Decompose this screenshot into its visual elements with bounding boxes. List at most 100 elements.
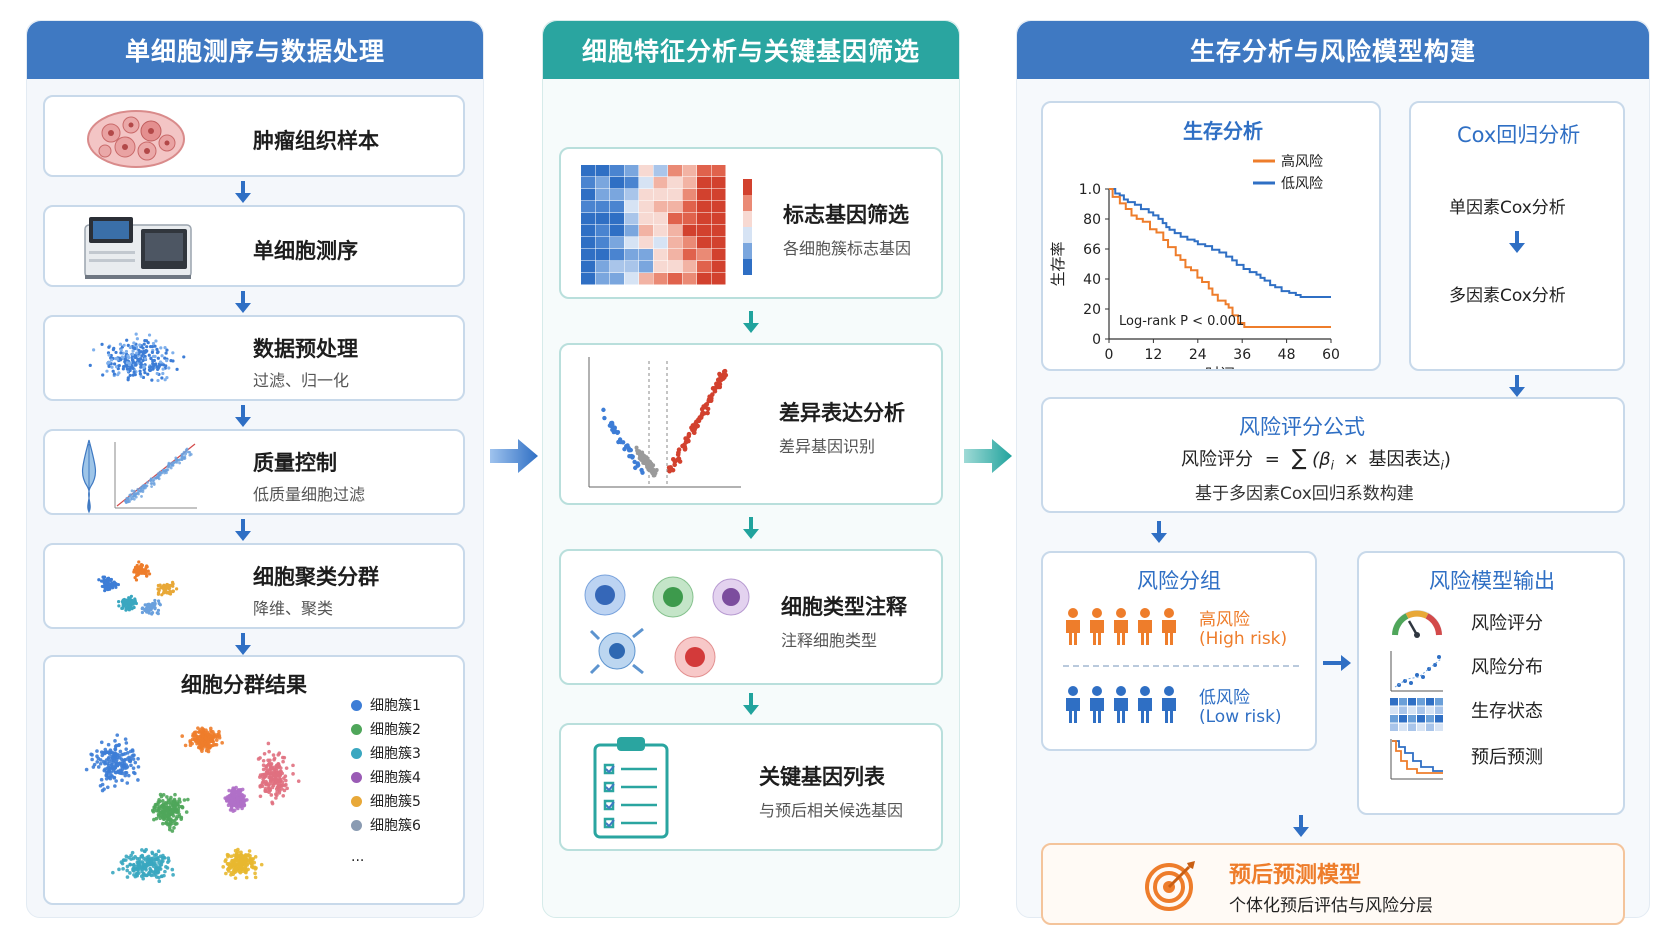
- formula-sub-i2: i: [1440, 458, 1444, 473]
- km-xlabel: 时间: [1205, 365, 1235, 369]
- step-subtitle: 差异基因识别: [779, 437, 876, 456]
- low-risk-people-icon: [1066, 686, 1176, 723]
- km-ytick: 40: [1083, 272, 1101, 288]
- legend-dot: [351, 819, 362, 831]
- legend-item: 细胞簇5: [351, 791, 421, 811]
- formula-note: 基于多因素Cox回归系数构建: [1195, 484, 1414, 504]
- step-title: 肿瘤组织样本: [253, 129, 379, 153]
- step-subtitle: 与预后相关候选基因: [759, 801, 904, 820]
- step-marker-genes: 标志基因筛选 各细胞簇标志基因: [559, 147, 943, 299]
- gauge-icon: [1392, 610, 1442, 638]
- km-ytick: 1.0: [1079, 182, 1101, 198]
- km-xtick: 24: [1189, 347, 1207, 363]
- km-xtick: 60: [1322, 347, 1340, 363]
- step-clustering: 细胞聚类分群 降维、聚类: [43, 543, 465, 629]
- cluster-result-title: 细胞分群结果: [181, 673, 307, 697]
- formula-sum: ∑: [1291, 446, 1307, 471]
- km-plot: 1.080664020001224364860生存率时间高风险低风险Log-ra…: [1049, 153, 1340, 369]
- target-icon: [1145, 861, 1195, 911]
- legend-item: 细胞簇4: [351, 767, 421, 787]
- survival-status-grid-icon: [1390, 698, 1443, 731]
- panel-sc-sequencing: 单细胞测序与数据处理 肿瘤组织样本 单细胞测序 数据预处理: [26, 20, 484, 918]
- grouping-title: 风险分组: [1137, 569, 1221, 593]
- legend-label: 细胞簇4: [370, 770, 421, 786]
- formula-expression: 风险评分 = ∑ (βi × 基因表达i): [1181, 445, 1451, 473]
- km-ytick: 0: [1092, 332, 1101, 348]
- cell-types-icon: [584, 574, 750, 678]
- step-tumor-sample: 肿瘤组织样本: [43, 95, 465, 177]
- legend-dot: [351, 795, 362, 807]
- step-title: 差异表达分析: [779, 401, 905, 425]
- formula-close: ): [1443, 449, 1451, 470]
- output-item: 风险分布: [1471, 657, 1543, 678]
- km-xtick: 48: [1278, 347, 1296, 363]
- legend-label: 细胞簇2: [370, 722, 421, 738]
- survival-analysis-card: 生存分析 1.080664020001224364860生存率时间高风险低风险L…: [1041, 101, 1381, 371]
- step-sequencing: 单细胞测序: [43, 205, 465, 287]
- legend-label: 细胞簇6: [370, 818, 421, 834]
- clipboard-icon: [593, 737, 669, 839]
- km-ytick: 20: [1083, 302, 1101, 318]
- formula-gene: 基因表达: [1368, 449, 1441, 470]
- output-item: 预后预测: [1471, 747, 1543, 768]
- model-subtitle: 个体化预后评估与风险分层: [1229, 896, 1433, 916]
- legend-dot: [351, 747, 362, 759]
- step-title: 关键基因列表: [759, 765, 885, 789]
- step-subtitle: 低质量细胞过滤: [253, 485, 366, 504]
- high-risk-label: 高风险: [1199, 610, 1250, 630]
- legend-item: 细胞簇1: [351, 695, 421, 715]
- panel-feature-analysis: 细胞特征分析与关键基因筛选 标志基因筛选 各细胞簇标志基因 差异表达分析 差异基…: [542, 20, 960, 918]
- clustering-icon: [97, 560, 179, 616]
- km-legend-label: 低风险: [1281, 176, 1323, 192]
- umap-plot: [84, 726, 301, 884]
- legend-label: 细胞簇5: [370, 794, 421, 810]
- cox-univariate: 单因素Cox分析: [1449, 198, 1566, 218]
- km-xtick: 36: [1233, 347, 1251, 363]
- step-title: 细胞类型注释: [781, 595, 907, 619]
- tissue-icon: [87, 110, 185, 168]
- output-item: 风险评分: [1471, 613, 1543, 634]
- survival-title: 生存分析: [1183, 119, 1263, 143]
- step-subtitle: 各细胞簇标志基因: [783, 239, 912, 258]
- cox-multivariate: 多因素Cox分析: [1449, 286, 1566, 306]
- step-title: 细胞聚类分群: [253, 565, 379, 589]
- low-risk-label: 低风险: [1199, 688, 1250, 708]
- step-subtitle: 注释细胞类型: [781, 631, 878, 650]
- high-risk-people-icon: [1066, 608, 1176, 645]
- step-title: 数据预处理: [253, 337, 358, 361]
- output-item: 生存状态: [1471, 701, 1543, 722]
- group-divider: [1063, 665, 1299, 667]
- km-ytick: 66: [1083, 242, 1101, 258]
- prognostic-model-card: 预后预测模型 个体化预后评估与风险分层: [1041, 843, 1625, 925]
- prognosis-curve-icon: [1390, 739, 1443, 780]
- formula-lhs: 风险评分: [1181, 449, 1253, 470]
- high-risk-en: (High risk): [1199, 629, 1288, 649]
- panel3-header: 生存分析与风险模型构建: [1017, 21, 1649, 79]
- formula-times: ×: [1343, 449, 1359, 470]
- step-subtitle: 过滤、归一化: [253, 371, 350, 390]
- step-differential-expression: 差异表达分析 差异基因识别: [559, 343, 943, 505]
- cox-regression-card: Cox回归分析 单因素Cox分析 多因素Cox分析: [1409, 101, 1625, 371]
- legend-item: 细胞簇6: [351, 815, 421, 835]
- step-title: 单细胞测序: [253, 239, 358, 263]
- km-xtick: 0: [1105, 347, 1114, 363]
- risk-model-output-card: 风险模型输出 风险评分 风险分布 生存状态 预后预测: [1357, 551, 1625, 815]
- panel1-header: 单细胞测序与数据处理: [27, 21, 483, 79]
- km-curve-high-risk: [1109, 188, 1331, 328]
- km-xtick: 12: [1144, 347, 1162, 363]
- km-annotation: Log-rank P < 0.001: [1119, 314, 1244, 329]
- km-ytick: 80: [1083, 212, 1101, 228]
- step-cell-annotation: 细胞类型注释 注释细胞类型: [559, 549, 943, 685]
- risk-grouping-card: 风险分组 高风险 (High risk) 低风险 (Low risk): [1041, 551, 1317, 751]
- scatter-distribution-icon: [1390, 651, 1443, 692]
- km-legend-label: 高风险: [1281, 153, 1323, 170]
- flow-arrow-icon: [964, 439, 1012, 473]
- quality-control-icon: [81, 439, 197, 514]
- km-curve-low-risk: [1109, 188, 1331, 298]
- step-key-gene-list: 关键基因列表 与预后相关候选基因: [559, 723, 943, 851]
- cox-title: Cox回归分析: [1457, 123, 1581, 147]
- legend-label: 细胞簇3: [370, 746, 421, 762]
- heatmap-icon: [581, 165, 752, 285]
